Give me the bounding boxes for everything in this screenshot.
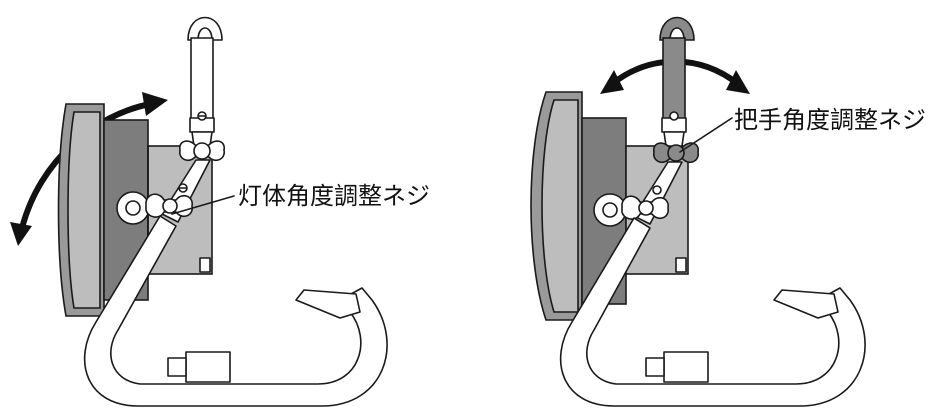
stand-tube: [559, 217, 866, 407]
lamp-pivot: [116, 191, 193, 225]
stand-tube: [83, 215, 388, 407]
lamp-pivot: [593, 193, 669, 227]
handle-rod: [187, 16, 223, 147]
handle-screw-callout: 把手角度調整ネジ: [679, 106, 926, 153]
lamp-screw-callout: 灯体角度調整ネジ: [171, 182, 430, 215]
handle-wing-knob-highlighted: [653, 142, 699, 164]
left-figure: 灯体角度調整ネジ: [10, 16, 430, 407]
lamp-screw-label: 灯体角度調整ネジ: [238, 182, 430, 210]
handle-screw-label: 把手角度調整ネジ: [734, 106, 926, 134]
right-figure: 把手角度調整ネジ: [530, 16, 926, 407]
handle-rod-highlighted: [659, 16, 695, 147]
handle-wing-knob: [179, 140, 225, 162]
